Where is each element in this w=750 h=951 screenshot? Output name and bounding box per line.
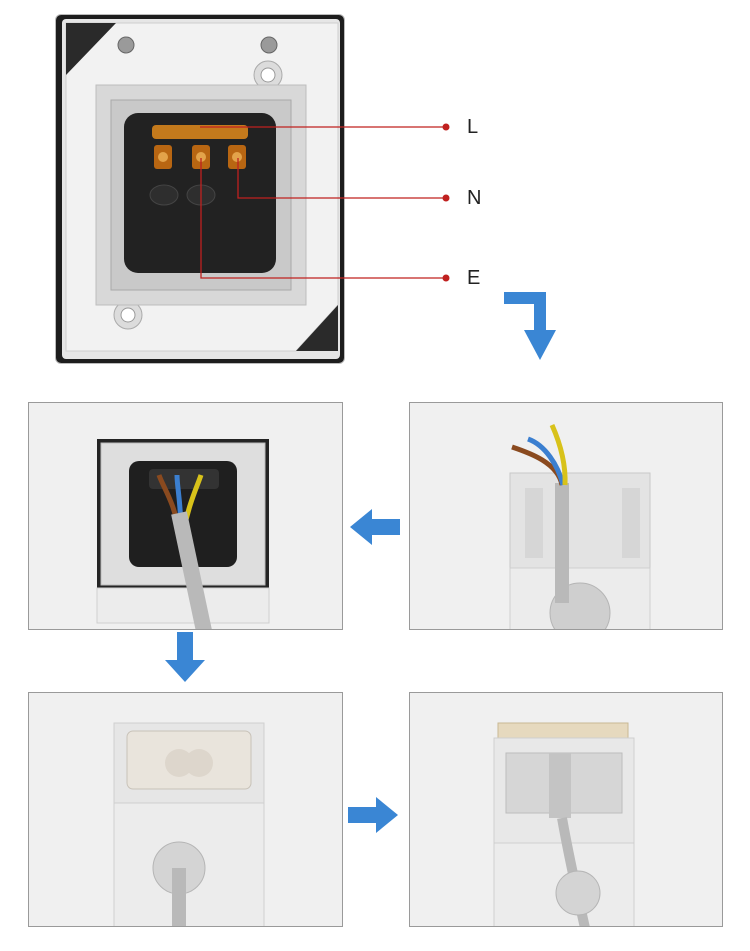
wires-connected-panel	[28, 402, 343, 630]
down-arrow-icon	[165, 632, 205, 682]
wires-through-box-panel	[409, 402, 723, 630]
assembled-closed-panel	[28, 692, 343, 927]
live-terminal-label: L	[467, 116, 479, 138]
wiring-leader-lines	[200, 123, 450, 282]
left-arrow-icon	[350, 509, 400, 545]
neutral-terminal-label: N	[467, 187, 482, 209]
earth-terminal-label: E	[467, 267, 481, 289]
plug-inserted-panel	[409, 692, 723, 927]
bent-down-arrow-icon	[504, 292, 556, 360]
right-arrow-icon	[348, 797, 398, 833]
